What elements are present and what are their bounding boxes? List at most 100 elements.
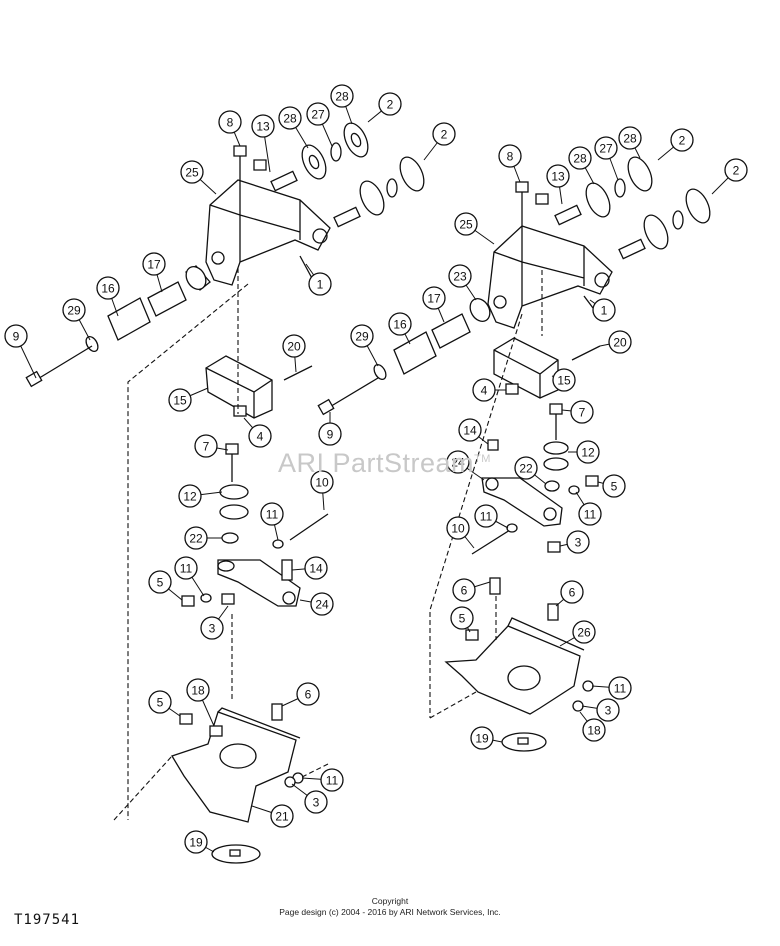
callout-number: 11 [480,510,493,524]
callout-number: 12 [183,490,197,504]
callout-number: 8 [507,150,514,164]
callout-number: 20 [613,336,627,350]
callout-number: 6 [569,586,576,600]
callout-1: 1 [305,263,332,296]
callout-number: 3 [605,704,612,718]
callout-number: 12 [581,446,595,460]
callout-14: 14 [458,418,489,445]
watermark-text: ARI PartStream [278,448,475,478]
callout-16: 16 [388,312,412,345]
callout-18: 18 [579,711,606,742]
callout-circle [448,264,472,288]
callout-number: 9 [327,428,334,442]
callout-11: 11 [301,768,344,792]
callout-12: 12 [568,440,600,464]
callout-3: 3 [559,530,590,554]
callout-22: 22 [514,456,547,485]
callout-number: 18 [587,724,601,738]
callout-number: 17 [147,258,161,272]
callout-circle [446,450,470,474]
callout-19: 19 [184,830,215,854]
callout-number: 4 [481,384,488,398]
callout-number: 10 [451,522,465,536]
callout-11: 11 [174,556,205,597]
callout-circle [282,334,306,358]
callout-circle [458,418,482,442]
callout-number: 25 [185,166,199,180]
callout-28: 28 [568,146,595,185]
callout-number: 27 [599,142,613,156]
callout-15: 15 [168,387,209,412]
callout-circle [618,126,642,150]
callout-circle [142,252,166,276]
callout-circle [186,678,210,702]
callout-6: 6 [281,682,320,707]
callout-number: 22 [189,532,203,546]
callout-10: 10 [310,470,334,511]
callout-circle [724,158,748,182]
watermark-trademark: TM [474,453,491,465]
callout-circle [200,616,224,640]
callout-20: 20 [282,334,306,373]
callout-number: 17 [427,292,441,306]
callout-number: 21 [275,810,289,824]
callout-number: 19 [475,732,489,746]
callout-circle [474,504,498,528]
callout-circle [320,768,344,792]
callout-18: 18 [186,678,215,727]
callout-number: 5 [157,576,164,590]
callout-22: 22 [184,526,222,550]
callout-number: 18 [191,684,205,698]
callout-circle [278,106,302,130]
callout-circle [178,484,202,508]
callout-number: 15 [173,394,187,408]
callout-23: 23 [448,264,477,301]
watermark: ARI PartStreamTM [278,448,491,479]
callout-circle [378,92,402,116]
copyright-line-1: Copyright [371,896,409,906]
callout-4: 4 [472,378,506,402]
callout-16: 16 [96,276,120,317]
callout-circle [184,830,208,854]
callout-circle [592,298,616,322]
callout-number: 11 [266,508,279,522]
callout-number: 28 [335,90,349,104]
right-assembly [317,156,711,752]
callout-15: 15 [551,368,576,392]
callout-14: 14 [291,556,328,580]
callout-circle [168,388,192,412]
callout-number: 5 [459,612,466,626]
callout-29: 29 [350,324,379,367]
callout-circle [578,502,602,526]
callout-3: 3 [581,698,620,722]
callout-number: 3 [575,536,582,550]
callout-21: 21 [251,804,294,828]
callout-circle [450,606,474,630]
callout-number: 29 [67,304,81,318]
callout-circle [472,378,496,402]
bracket-part [205,179,331,286]
callout-circle [304,790,328,814]
callout-number: 5 [611,480,618,494]
callout-number: 23 [453,270,467,284]
callout-circle [306,102,330,126]
callout-12: 12 [178,484,223,508]
callout-number: 11 [180,562,193,576]
callout-8: 8 [218,110,242,147]
callout-number: 26 [577,626,591,640]
callout-number: 13 [256,120,270,134]
callout-26: 26 [559,620,596,647]
callout-2: 2 [711,158,748,195]
callout-10: 10 [446,516,475,549]
callout-number: 7 [579,406,586,420]
left-assembly [25,122,425,864]
callout-6: 6 [452,578,491,602]
callout-circle [572,620,596,644]
callout-circle [422,286,446,310]
callout-circle [350,324,374,348]
callout-number: 2 [387,98,394,112]
callout-circle [582,718,606,742]
callout-number: 16 [101,282,115,296]
callout-25: 25 [180,160,217,195]
callout-5: 5 [597,474,626,498]
